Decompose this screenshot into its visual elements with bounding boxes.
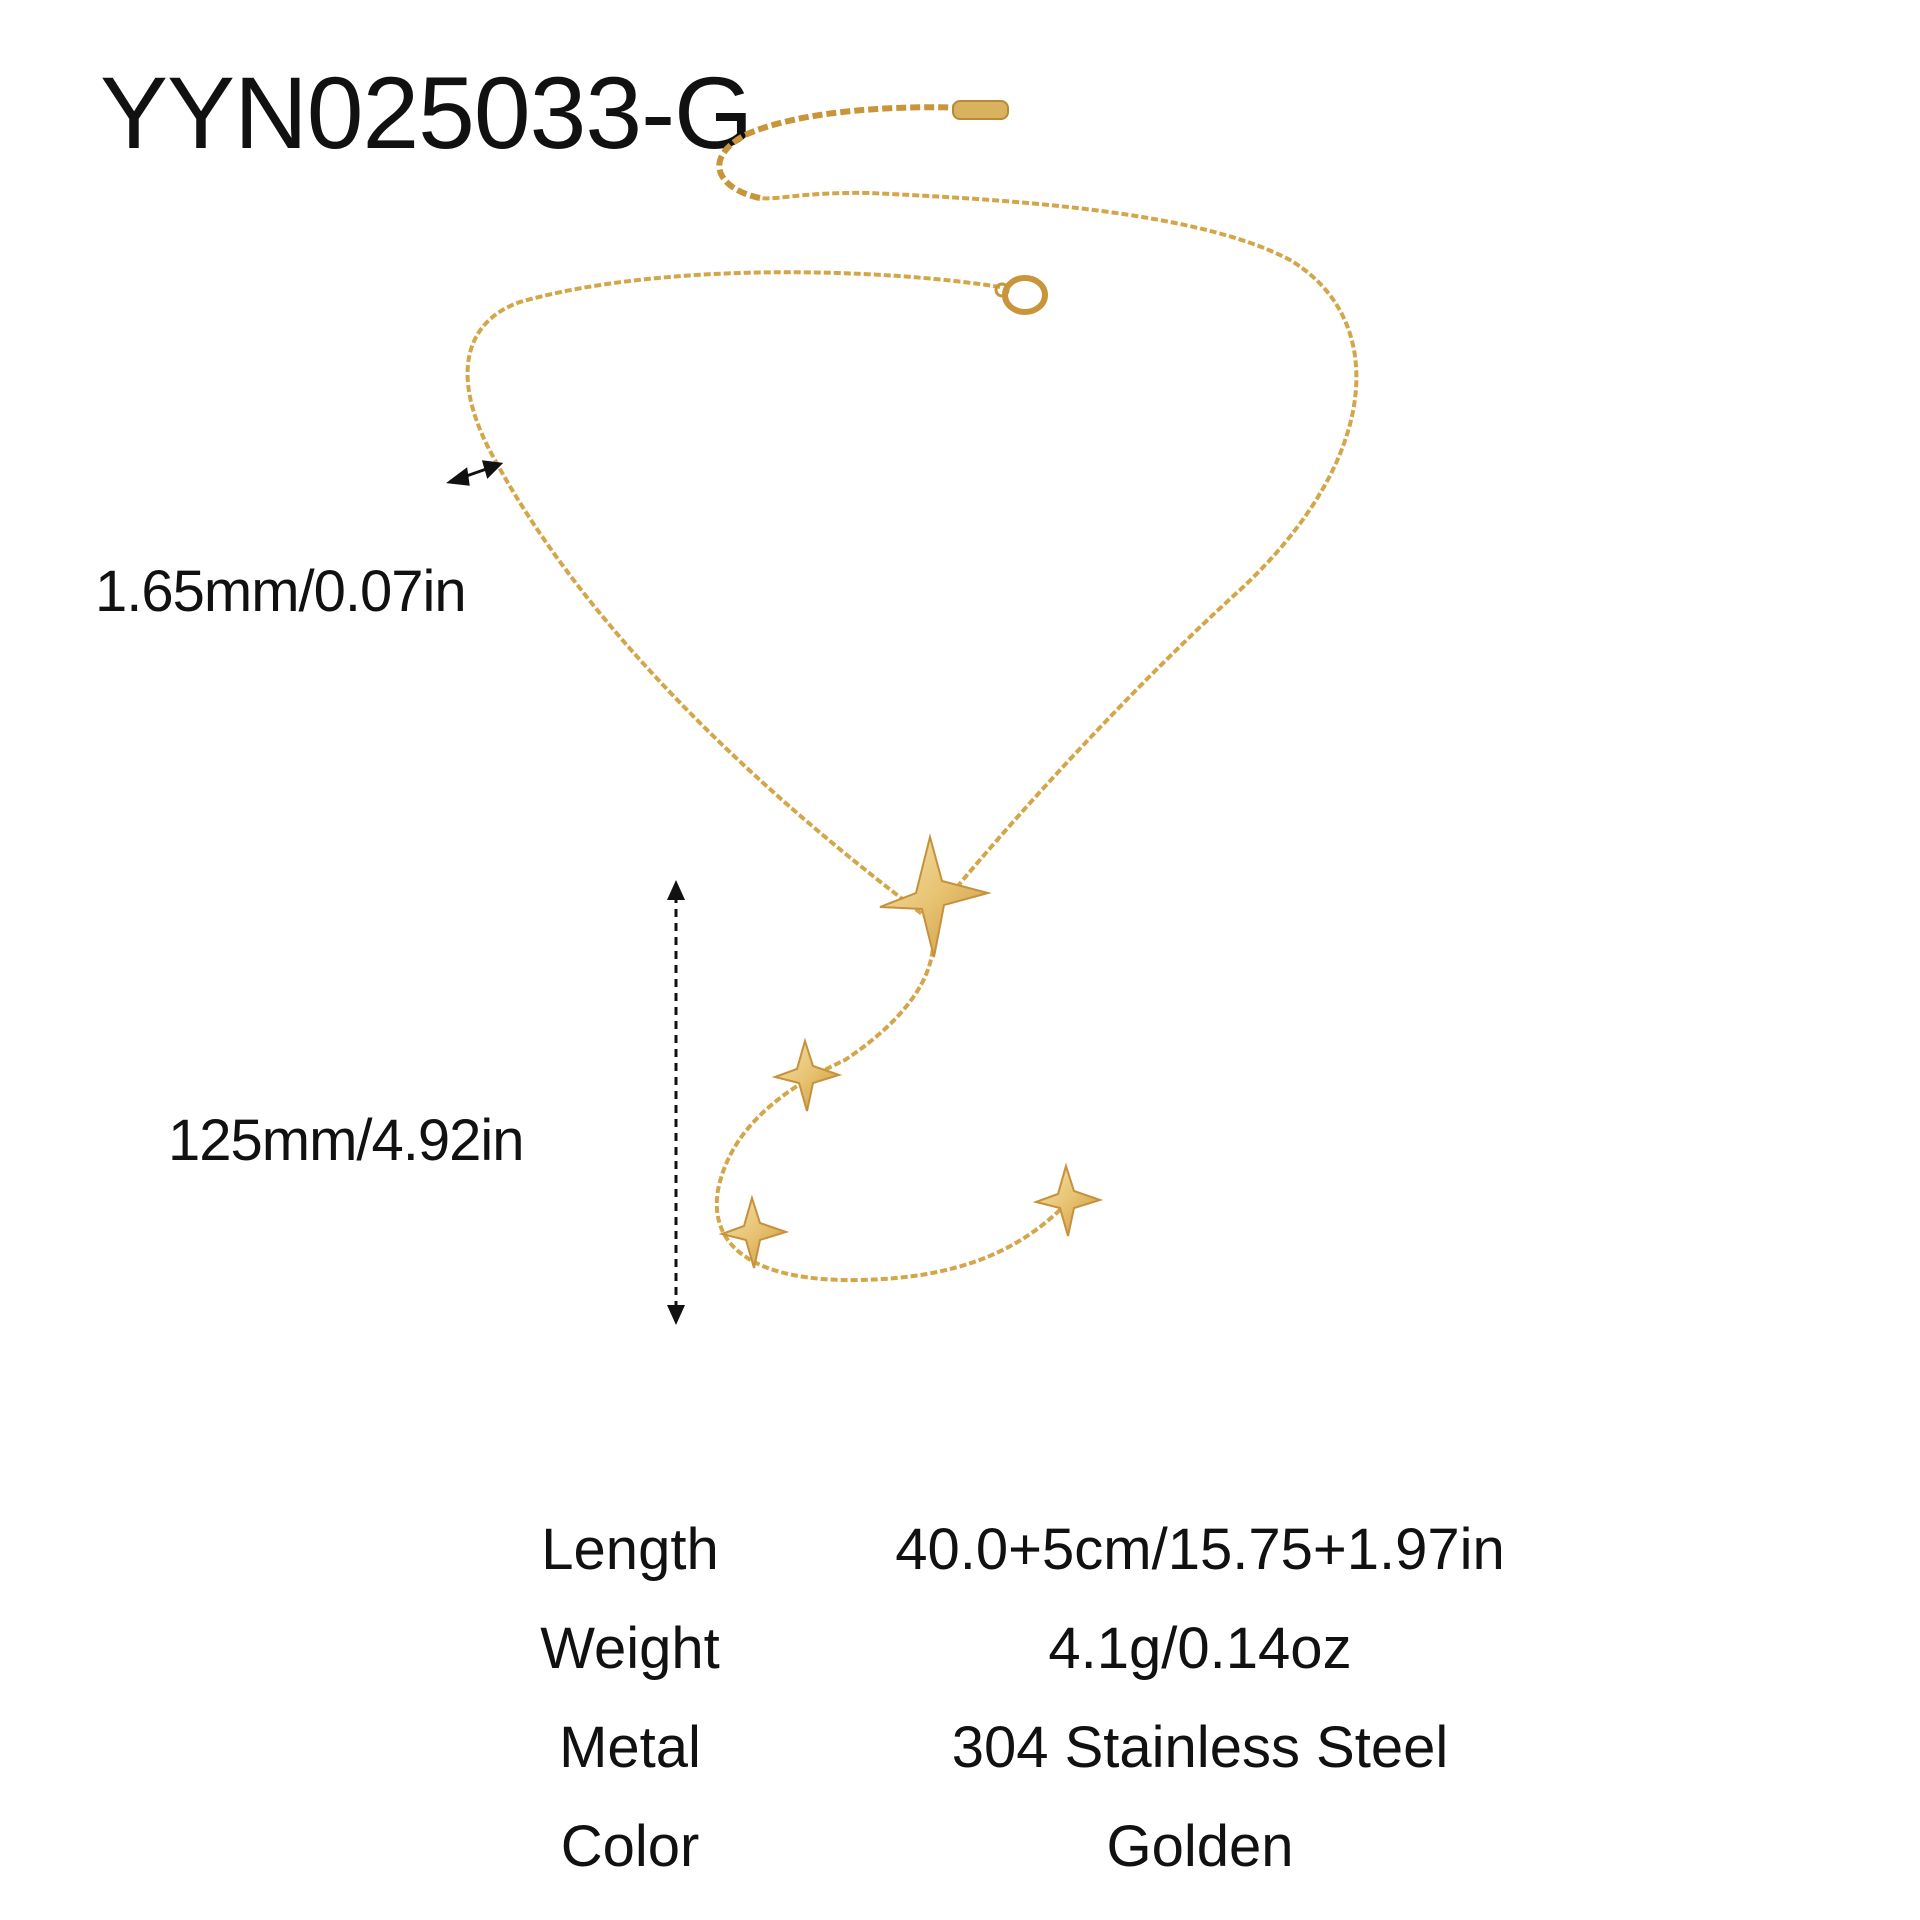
product-sku: YYN025033-G [100,56,753,170]
star-charm-small-right [1032,1162,1104,1237]
chain-width-label: 1.65mm/0.07in [95,559,467,624]
extender-chain [716,104,971,201]
spec-label-metal: Metal [559,1715,701,1780]
necklace-chain [465,190,1359,923]
drop-length-arrow [667,880,685,1325]
drop-length-label: 125mm/4.92in [168,1108,525,1173]
star-charm-medium [771,1037,843,1112]
spec-label-color: Color [560,1814,700,1879]
spec-value-color: Golden [1106,1814,1294,1879]
spec-label-weight: Weight [540,1616,720,1681]
star-charm-small-left [718,1194,790,1269]
spec-value-length: 40.0+5cm/15.75+1.97in [895,1517,1505,1582]
spec-label-length: Length [541,1517,719,1582]
chain-width-arrow [446,460,504,486]
spec-value-metal: 304 Stainless Steel [951,1715,1449,1780]
lobster-clasp [994,275,1048,315]
star-charm-large [879,833,992,958]
pendant-drop-chain [714,919,1067,1283]
extender-tag [952,100,1009,120]
spec-value-weight: 4.1g/0.14oz [1048,1616,1352,1681]
